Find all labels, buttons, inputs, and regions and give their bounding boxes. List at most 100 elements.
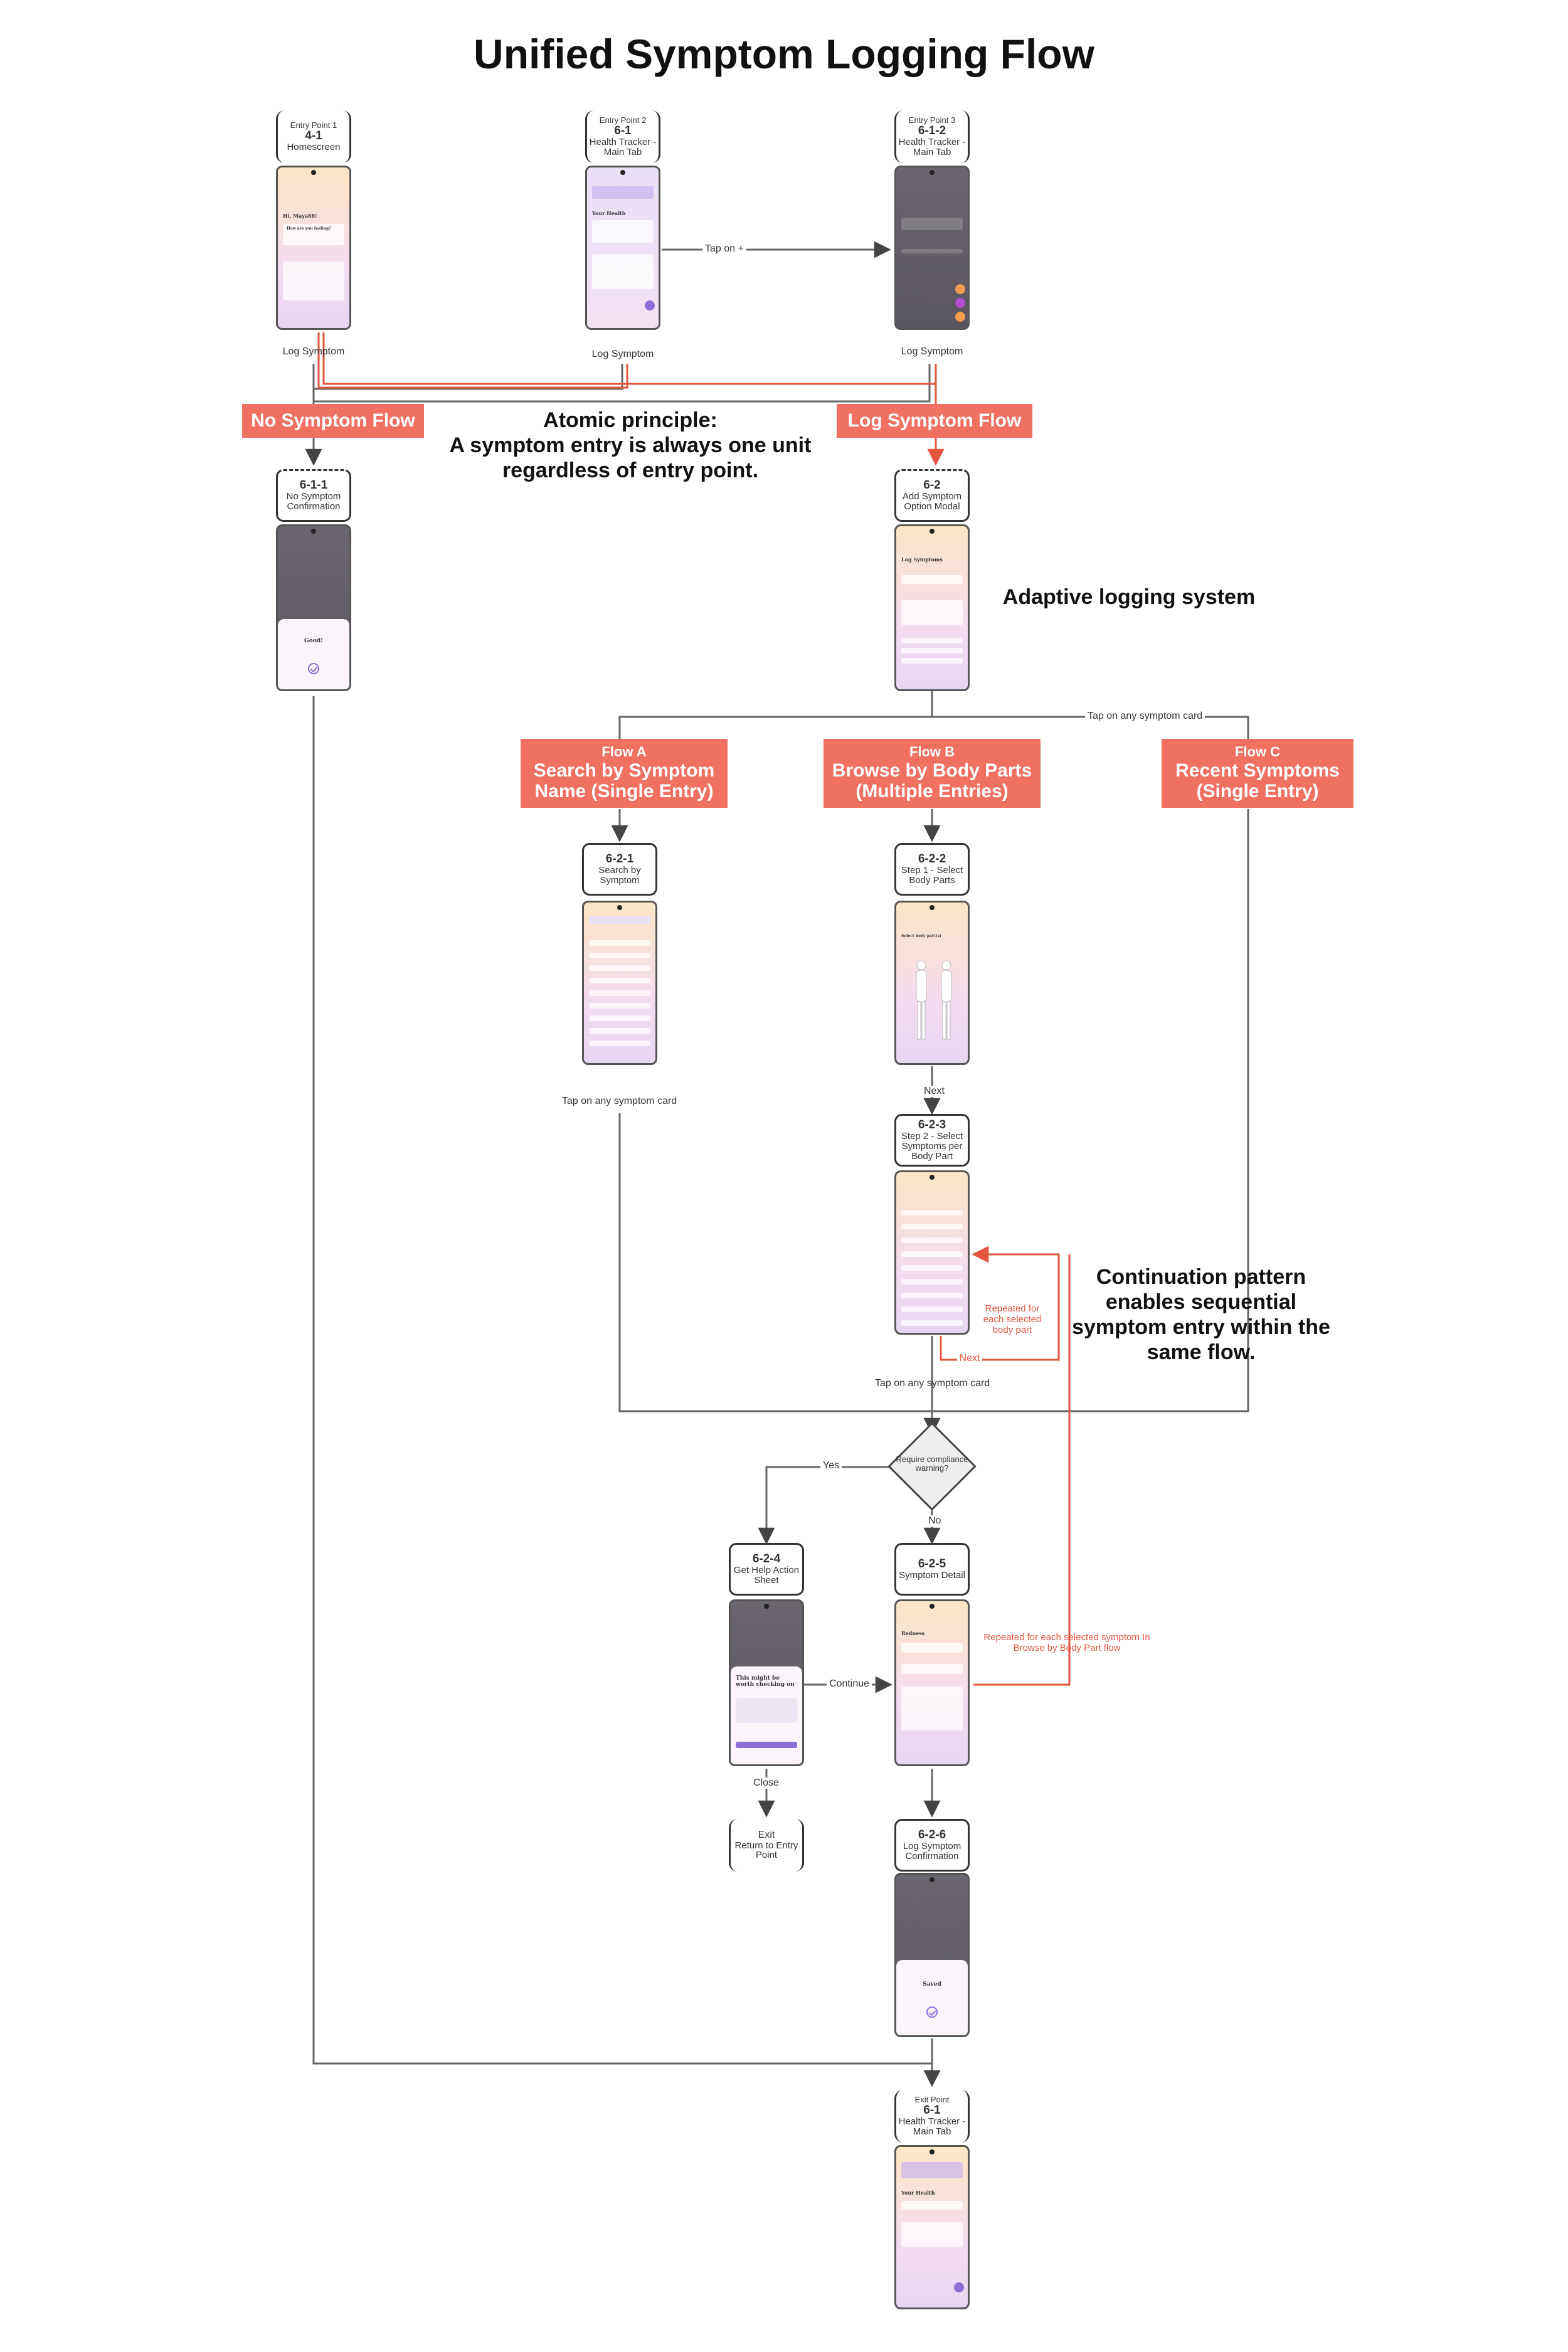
entry-point-3-pre: Entry Point 3 [908,115,956,125]
search-by-symptom-phone [582,901,657,1065]
node-6-2-2-code: 6-2-2 [918,852,946,866]
exit-node-name: Return to Entry Point [734,1840,798,1861]
good-title: Good! [304,638,323,644]
entry-point-2-name: Health Tracker - Main Tab [589,137,657,157]
flow-a-main: Search by Symptom Name (Single Entry) [533,760,715,802]
health-title: Your Health [592,210,626,216]
body-figure-icon [916,960,952,1040]
diagram-title: Unified Symptom Logging Flow [474,31,1094,77]
saved-title: Saved [923,1981,941,1988]
flow-a-banner: Flow A Search by Symptom Name (Single En… [521,739,728,808]
entry-point-1-name: Homescreen [287,141,341,152]
check-icon [308,663,319,674]
no-symptom-confirmation-phone: Good! [276,524,351,691]
compliance-decision-text: Require compliance warning? [896,1454,968,1473]
node-6-2-4-code: 6-2-4 [752,1552,781,1566]
exit-point-name: Health Tracker - Main Tab [898,2116,966,2137]
label-log-symptom-3: Log Symptom [901,346,963,357]
entry-point-3-code: 6-1-2 [918,124,946,138]
exit-health-tracker-phone: Your Health [894,2145,970,2309]
exit-health-title: Your Health [901,2190,935,2196]
label-log-symptom-1: Log Symptom [282,346,345,357]
log-symptoms-title: Log Symptoms [901,556,943,563]
exit-point-pre: Exit Point [914,2095,950,2105]
log-symptom-flow-label: Log Symptom Flow [847,410,1022,432]
entry-point-1-node: Entry Point 1 4-1 Homescreen [276,110,351,163]
entry-point-2-pre: Entry Point 2 [599,115,647,125]
redness-title: Redness [901,1630,925,1636]
home-question: How are you feeling? [287,226,331,231]
exit-point-code: 6-1 [923,2104,941,2117]
label-next-2: Next [957,1353,982,1364]
add-symptom-modal-phone: Log Symptoms [894,524,970,691]
health-tracker-plus-phone [894,166,970,330]
entry-point-2-node: Entry Point 2 6-1 Health Tracker - Main … [585,110,660,163]
exit-node: Exit Return to Entry Point [729,1819,804,1872]
log-symptom-flow-banner: Log Symptom Flow [837,404,1032,438]
node-6-2: 6-2 Add Symptom Option Modal [894,469,970,522]
flow-a-sub: Flow A [601,744,647,760]
entry-point-3-name: Health Tracker - Main Tab [898,137,966,157]
node-6-2-1: 6-2-1 Search by Symptom [582,843,657,896]
entry-point-2-code: 6-1 [614,124,632,138]
node-6-2-1-name: Search by Symptom [598,865,641,886]
select-body-parts-phone: Select body part(s) [894,901,970,1065]
no-symptom-flow-banner: No Symptom Flow [242,404,424,438]
node-6-1-1-code: 6-1-1 [299,479,328,492]
label-repeated-symptom: Repeated for each selected symptom In Br… [983,1632,1150,1653]
flow-b-sub: Flow B [909,744,955,760]
adaptive-logging-note: Adaptive logging system [1002,585,1256,609]
flow-c-sub: Flow C [1234,744,1281,760]
no-symptom-flow-label: No Symptom Flow [251,410,415,432]
flow-c-banner: Flow C Recent Symptoms (Single Entry) [1162,739,1353,808]
log-confirmation-phone: Saved [894,1873,970,2037]
label-log-symptom-2: Log Symptom [591,349,654,359]
entry-point-3-node: Entry Point 3 6-1-2 Health Tracker - Mai… [894,110,970,163]
homescreen-phone: Hi, Maya88! How are you feeling? [276,166,351,330]
continuation-pattern-note: Continuation pattern enables sequential … [1072,1265,1330,1365]
label-tap-any-card-c: Tap on any symptom card [1085,711,1205,722]
entry-point-1-code: 4-1 [305,129,322,142]
symptom-detail-phone: Redness [894,1599,970,1766]
label-yes: Yes [820,1460,842,1471]
node-6-2-3-name: Step 2 - Select Symptoms per Body Part [901,1131,963,1162]
select-symptoms-phone [894,1170,970,1335]
node-6-2-5-name: Symptom Detail [899,1570,965,1581]
node-6-2-1-code: 6-2-1 [605,852,634,866]
health-tracker-phone: Your Health [585,166,660,330]
label-tap-on-plus: Tap on + [702,243,746,255]
label-no: No [926,1515,944,1527]
select-body-title: Select body part(s) [901,934,941,938]
flow-c-main: Recent Symptoms (Single Entry) [1175,760,1340,802]
exit-point-node: Exit Point 6-1 Health Tracker - Main Tab [894,2090,970,2143]
label-next-1: Next [922,1086,946,1097]
entry-point-1-pre: Entry Point 1 [290,120,337,130]
label-close: Close [751,1777,781,1789]
node-6-2-5: 6-2-5 Symptom Detail [894,1543,970,1596]
label-tap-any-card-b: Tap on any symptom card [875,1378,990,1389]
node-6-2-3-code: 6-2-3 [918,1118,946,1132]
flow-b-banner: Flow B Browse by Body Parts (Multiple En… [824,739,1041,808]
node-6-1-1-name: No Symptom Confirmation [286,491,341,512]
node-6-2-6-code: 6-2-6 [918,1828,946,1842]
node-6-2-6-name: Log Symptom Confirmation [903,1841,961,1862]
exit-node-code: Exit [758,1829,775,1840]
node-6-1-1: 6-1-1 No Symptom Confirmation [276,469,351,522]
check-icon [926,2006,938,2018]
atomic-principle-note: Atomic principle: A symptom entry is alw… [449,408,812,483]
flow-b-main: Browse by Body Parts (Multiple Entries) [832,760,1032,802]
node-6-2-name: Add Symptom Option Modal [902,491,962,512]
label-tap-any-card-a: Tap on any symptom card [562,1096,677,1106]
node-6-2-5-code: 6-2-5 [918,1557,946,1571]
label-continue: Continue [827,1678,872,1690]
node-6-2-2: 6-2-2 Step 1 - Select Body Parts [894,843,970,896]
node-6-2-2-name: Step 1 - Select Body Parts [901,865,963,886]
node-6-2-code: 6-2 [923,479,941,492]
home-greeting: Hi, Maya88! [283,213,317,219]
node-6-2-4: 6-2-4 Get Help Action Sheet [729,1543,804,1596]
worth-checking-title: This might be worth checking on [736,1675,795,1688]
get-help-sheet-phone: This might be worth checking on [729,1599,804,1766]
node-6-2-3: 6-2-3 Step 2 - Select Symptoms per Body … [894,1114,970,1167]
node-6-2-4-name: Get Help Action Sheet [733,1565,800,1586]
